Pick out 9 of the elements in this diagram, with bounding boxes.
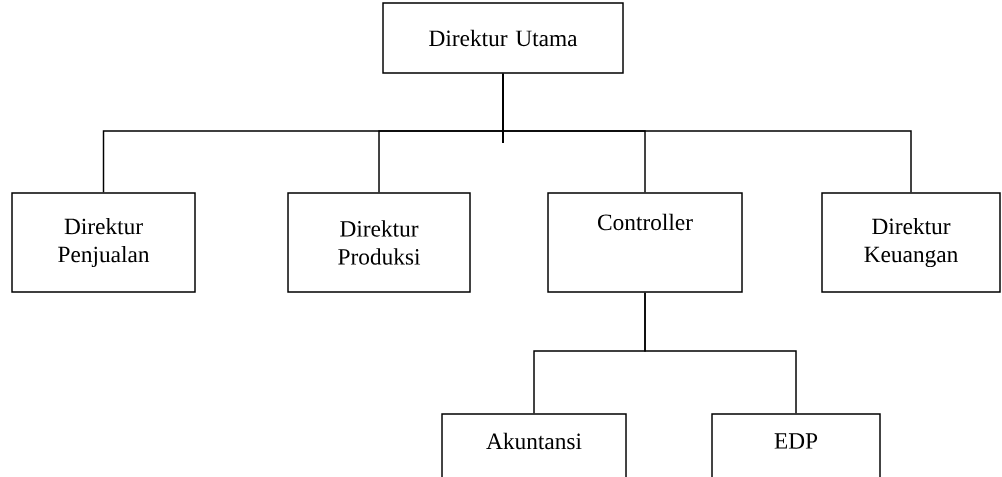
org-box: Direktur Penjualan (11, 192, 196, 293)
org-box: Direktur Utama (382, 2, 624, 74)
connector-line (502, 73, 912, 193)
org-box: Direktur Produksi (287, 192, 471, 293)
org-box: EDP (711, 413, 881, 477)
org-box: Controller (547, 192, 743, 293)
connector-line (644, 292, 797, 414)
org-box: Direktur Keuangan (821, 192, 1001, 293)
org-box: Akuntansi (441, 413, 627, 477)
